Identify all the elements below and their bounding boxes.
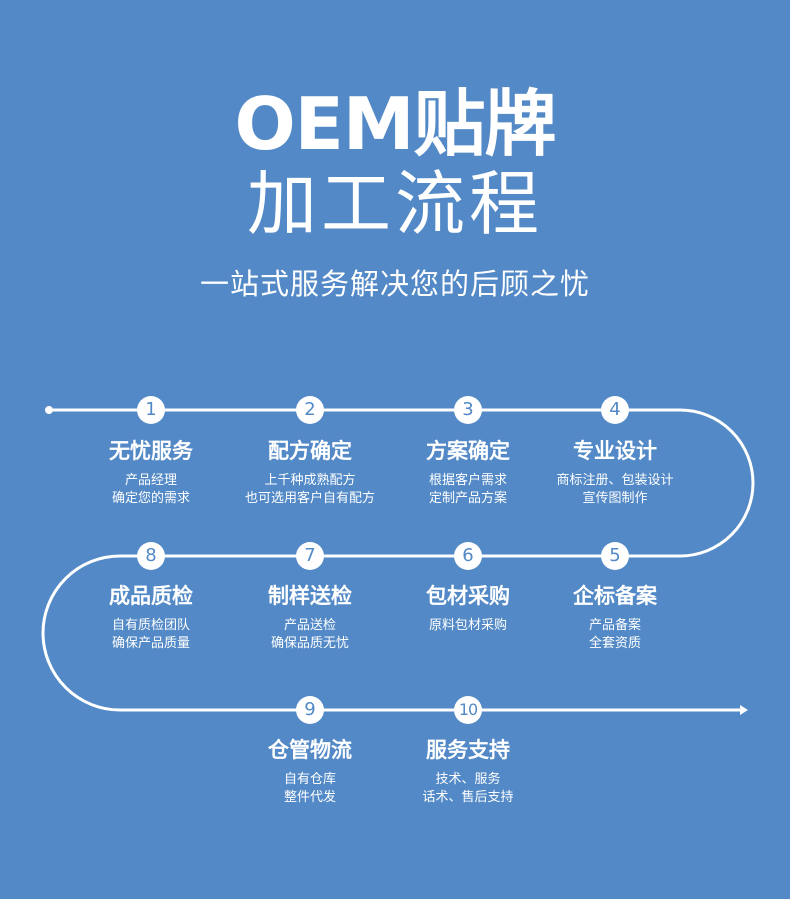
step-10-number: 10 [454,696,482,724]
step-8-desc-line2: 确保产品质量 [111,636,190,651]
step-7-desc-line1: 产品送检 [283,618,336,633]
step-3-desc-line2: 定制产品方案 [428,491,507,506]
step-1-desc-line1: 产品经理 [124,473,177,488]
step-2-desc-line1: 上千种成熟配方 [264,473,356,488]
step-5-number: 5 [601,542,629,570]
path-end-arrow [740,705,748,715]
step-3-number: 3 [454,396,482,424]
step-6-desc-line1: 原料包材采购 [428,618,507,633]
step-2-number: 2 [296,396,324,424]
step-10-desc-line1: 技术、服务 [435,772,501,787]
step-7-number: 7 [296,542,324,570]
step-9-title: 仓管物流 [268,738,352,762]
step-4-number: 4 [601,396,629,424]
step-6-number: 6 [454,542,482,570]
step-6-title: 包材采购 [426,584,510,608]
step-3-title: 方案确定 [426,439,510,463]
page-title-line2: 加工流程 [247,163,543,245]
step-1-number: 1 [137,396,165,424]
step-9-desc-line1: 自有仓库 [283,772,336,787]
step-5-title: 企标备案 [573,584,657,608]
step-5-desc-line1: 产品备案 [588,618,641,633]
step-10-title: 服务支持 [426,738,510,762]
step-8-number: 8 [137,542,165,570]
step-9-number: 9 [296,696,324,724]
step-8-desc-line1: 自有质检团队 [111,618,190,633]
step-4-title: 专业设计 [573,439,657,463]
step-10-desc-line2: 话术、售后支持 [422,790,514,805]
step-4-desc-line2: 宣传图制作 [582,491,648,506]
step-1-desc-line2: 确定您的需求 [111,491,190,506]
step-7-desc-line2: 确保品质无忧 [270,636,349,651]
step-7-title: 制样送检 [268,584,352,608]
step-3-desc-line1: 根据客户需求 [428,473,507,488]
step-8-title: 成品质检 [109,584,193,608]
page-subtitle: 一站式服务解决您的后顾之忧 [199,267,590,301]
page-title-line1: OEM贴牌 [234,82,556,166]
process-line [41,408,755,712]
step-9-desc-line2: 整件代发 [283,790,336,805]
step-2-title: 配方确定 [268,439,352,463]
step-4-desc-line1: 商标注册、包装设计 [556,473,674,488]
step-1-title: 无忧服务 [109,439,193,463]
step-5-desc-line2: 全套资质 [588,636,641,651]
step-2-desc-line2: 也可选用客户自有配方 [244,491,375,506]
